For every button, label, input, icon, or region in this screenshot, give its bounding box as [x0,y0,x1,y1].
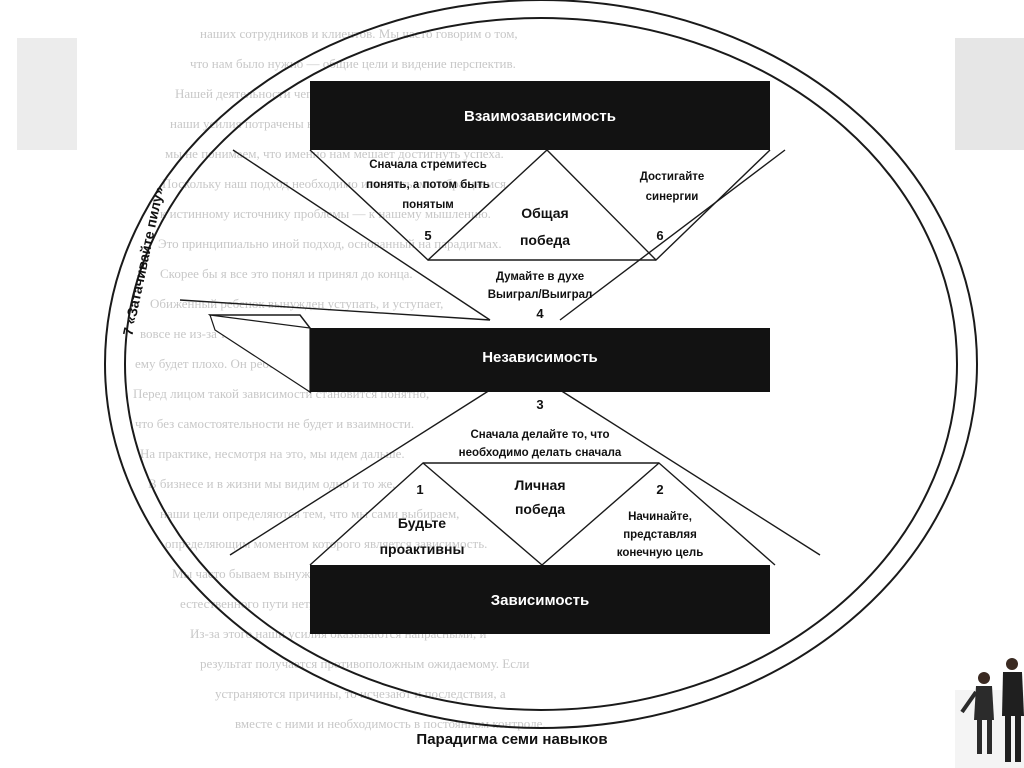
habit-4-number: 4 [536,306,544,321]
interdependence-label: Взаимозависимость [464,108,616,125]
habit-4-line-2: Выиграл/Выиграл [488,289,593,301]
habit-2-line-3: конечную цель [617,547,704,559]
diagram-caption: Парадигма семи навыков [0,731,1024,748]
svg-text:В бизнесе и в жизни мы видим о: В бизнесе и в жизни мы видим одно и то ж… [148,476,396,491]
habit-2-line-2: представляя [623,529,697,541]
habit-5-number: 5 [424,228,431,243]
habit-1-number: 1 [416,482,423,497]
habit-7-label: 7 «Затачивайте пилу» [119,185,166,337]
svg-text:Скорее бы я все это понял и пр: Скорее бы я все это понял и принял до ко… [160,266,413,281]
habit-5-line-2: понять, а потом быть [366,179,490,191]
habit-2-line-1: Начинайте, [628,511,692,523]
habit-2-number: 2 [656,482,663,497]
svg-text:вместе с ними и необходимость: вместе с ними и необходимость в постоянн… [235,716,546,731]
habit-6: Достигайте синергии 6 [640,171,705,243]
independence-label: Независимость [482,349,598,366]
habit-4-line-1: Думайте в духе [496,271,584,283]
habit-1-line-2: проактивны [380,541,465,557]
independence-bar-bevel-face [210,315,310,392]
habit-1-line-1: Будьте [398,515,446,531]
svg-text:что без самостоятельности не б: что без самостоятельности не будет и вза… [135,416,414,431]
habit-3-number: 3 [536,397,543,412]
svg-text:что нам было нужно — общие цел: что нам было нужно — общие цели и видени… [190,56,516,71]
habit-2: 2 Начинайте, представляя конечную цель [617,482,704,559]
habit-3-line-2: необходимо делать сначала [459,447,622,459]
svg-text:устраняются причины, то исчеза: устраняются причины, то исчезают и после… [215,686,506,701]
habit-6-number: 6 [656,228,663,243]
svg-text:Это принципиально иной подход,: Это принципиально иной подход, основанны… [158,236,502,251]
svg-text:Обиженный ребенок вынужден уст: Обиженный ребенок вынужден уступать, и у… [150,296,443,311]
svg-text:На практике, несмотря на это,: На практике, несмотря на это, мы идем да… [140,446,405,461]
habit-6-line-2: синергии [646,191,699,203]
habit-3: 3 Сначала делайте то, что необходимо дел… [459,397,622,459]
habit-6-line-1: Достигайте [640,171,705,183]
habit-5-line-1: Сначала стремитесь [369,159,487,171]
habit-4: Думайте в духе Выиграл/Выиграл 4 [488,271,593,321]
business-people-illustration [955,658,1024,768]
private-victory-line-1: Личная [515,477,566,493]
public-victory-line-1: Общая [521,205,568,221]
private-victory-line-2: победа [515,501,565,517]
habit-3-line-1: Сначала делайте то, что [470,429,609,441]
habit-5-line-3: понятым [402,199,454,211]
public-victory-line-2: победа [520,232,570,248]
habit-5: Сначала стремитесь понять, а потом быть … [366,159,490,243]
svg-text:результат получается противопо: результат получается противоположным ожи… [200,656,529,671]
dependence-label: Зависимость [491,592,590,609]
